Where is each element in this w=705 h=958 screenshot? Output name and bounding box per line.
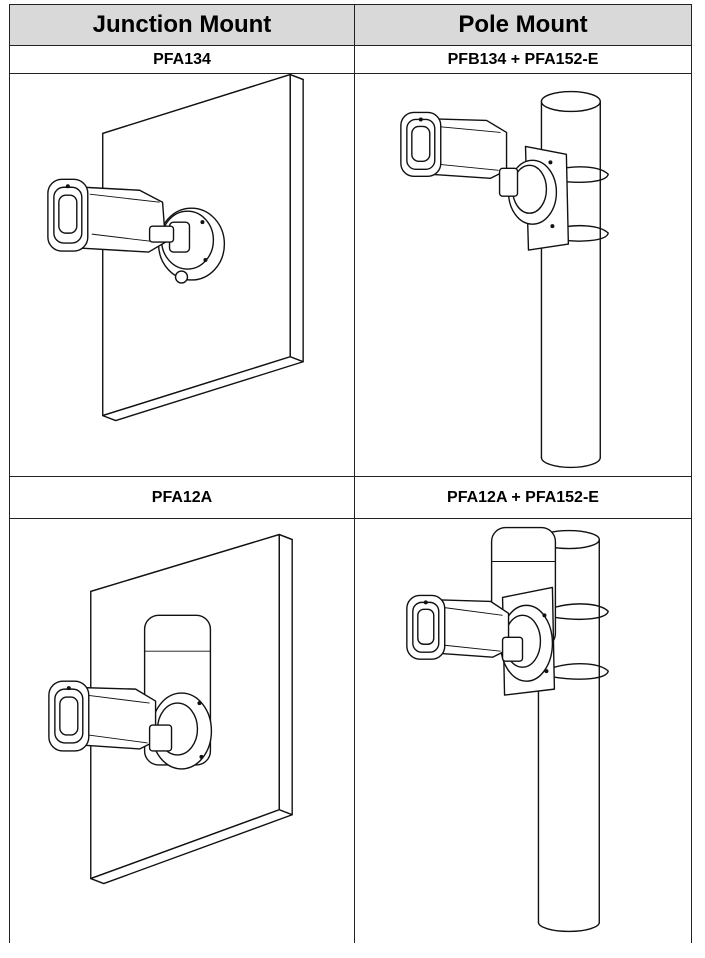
label-row-1: PFA134 PFB134 + PFA152-E [9, 45, 692, 74]
bracket-wall-figure-cell [9, 518, 355, 943]
header-junction-mount: Junction Mount [9, 4, 355, 46]
camera-bracket-wall-illustration [48, 533, 293, 885]
bracket-pole-figure-cell [354, 518, 692, 943]
header-row: Junction Mount Pole Mount [9, 4, 692, 46]
label-pfa134: PFA134 [9, 45, 355, 74]
image-row-1 [9, 73, 692, 477]
mount-options-table: Junction Mount Pole Mount PFA134 PFB134 … [9, 4, 692, 943]
label-pfb134-pfa152e: PFB134 + PFA152-E [354, 45, 692, 74]
junction-pole-figure-cell [354, 73, 692, 477]
camera-junction-box-wall-illustration [47, 74, 304, 422]
camera-bracket-pole-illustration [406, 526, 609, 933]
label-pfa12a-pfa152e: PFA12A + PFA152-E [354, 476, 692, 519]
image-row-2 [9, 518, 692, 943]
label-pfa12a: PFA12A [9, 476, 355, 519]
header-pole-mount: Pole Mount [354, 4, 692, 46]
camera-junction-box-pole-illustration [400, 90, 609, 469]
label-row-2: PFA12A PFA12A + PFA152-E [9, 476, 692, 519]
junction-wall-figure-cell [9, 73, 355, 477]
